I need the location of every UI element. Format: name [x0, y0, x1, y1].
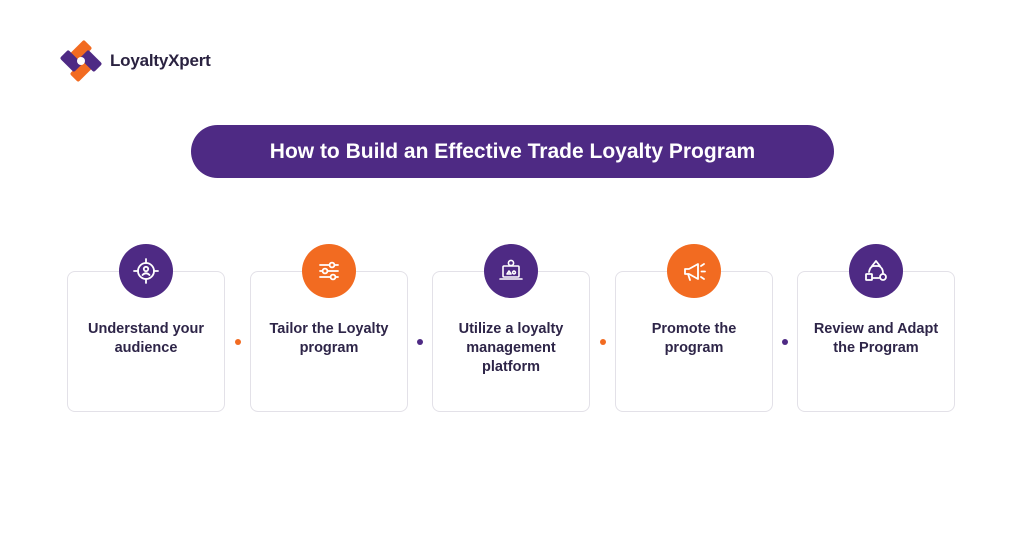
step-icon-circle-1 [119, 244, 173, 298]
page-title: How to Build an Effective Trade Loyalty … [269, 139, 756, 163]
logo-hands-icon [60, 40, 102, 82]
target-user-icon [133, 258, 159, 284]
connector-dot-3 [600, 339, 606, 345]
title-banner: How to Build an Effective Trade Loyalty … [191, 125, 834, 178]
sliders-icon [319, 261, 339, 281]
review-cycle-icon [865, 260, 887, 281]
laptop-gear-icon [499, 259, 523, 280]
step-label: Tailor the Loyalty program [269, 321, 389, 356]
step-label: Understand your audience [87, 321, 204, 356]
step-label: Utilize a loyalty management platform [458, 321, 564, 375]
megaphone-icon [684, 263, 706, 281]
connector-dot-2 [417, 339, 423, 345]
step-icon-circle-3 [484, 244, 538, 298]
connector-dot-4 [782, 339, 788, 345]
brand-name: LoyaltyXpert [110, 51, 211, 70]
step-label: Promote the program [651, 321, 737, 356]
step-label: Review and Adapt the Program [813, 321, 939, 356]
connector-dot-1 [235, 339, 241, 345]
brand-logo: LoyaltyXpert [58, 38, 211, 84]
step-icon-circle-5 [849, 244, 903, 298]
step-icon-circle-4 [667, 244, 721, 298]
step-icon-circle-2 [302, 244, 356, 298]
